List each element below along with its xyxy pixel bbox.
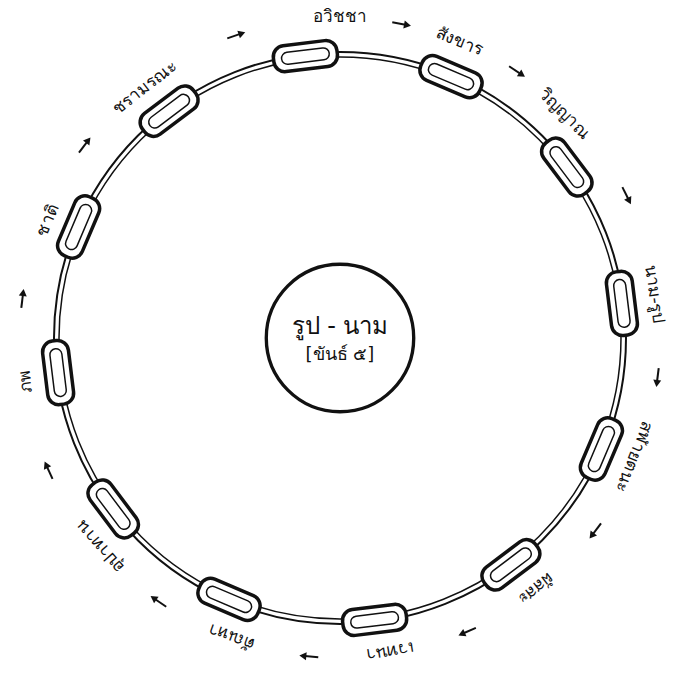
chain-link	[272, 39, 339, 73]
flow-arrow	[17, 289, 27, 309]
chain-link	[605, 270, 639, 337]
chain-link	[537, 134, 596, 201]
chain-link	[341, 603, 408, 637]
chain-link	[416, 52, 485, 101]
flow-arrow	[457, 624, 478, 639]
flow-arrow	[507, 63, 527, 80]
chain-link	[41, 339, 75, 406]
chain-link	[194, 575, 263, 624]
flow-arrow	[76, 135, 94, 155]
flow-arrow	[41, 460, 56, 481]
chain-link	[54, 192, 103, 261]
center-circle: รูป - นาม[ขันธ์ ๕]	[264, 262, 416, 414]
flow-arrow	[652, 368, 662, 388]
center-title: รูป - นาม	[292, 311, 389, 342]
link-term: อวิชชา	[311, 5, 369, 27]
link-term: ชาติ	[30, 198, 64, 241]
link-term: ภพ	[12, 368, 37, 397]
flow-arrow	[619, 185, 635, 206]
link-term: สังขาร	[431, 21, 488, 61]
flow-arrow	[586, 521, 604, 541]
chain-wire	[54, 52, 626, 624]
link-term: นาม-รูป	[640, 261, 671, 327]
center-subtitle: [ขันธ์ ๕]	[306, 342, 375, 365]
link-term: เวทนา	[362, 637, 418, 667]
flow-arrow	[148, 593, 168, 610]
flow-arrow	[392, 18, 412, 29]
link-term: ตัณหา	[203, 618, 259, 657]
flow-arrow	[226, 28, 247, 42]
chain-wire	[59, 57, 621, 619]
flow-arrow	[299, 652, 319, 662]
